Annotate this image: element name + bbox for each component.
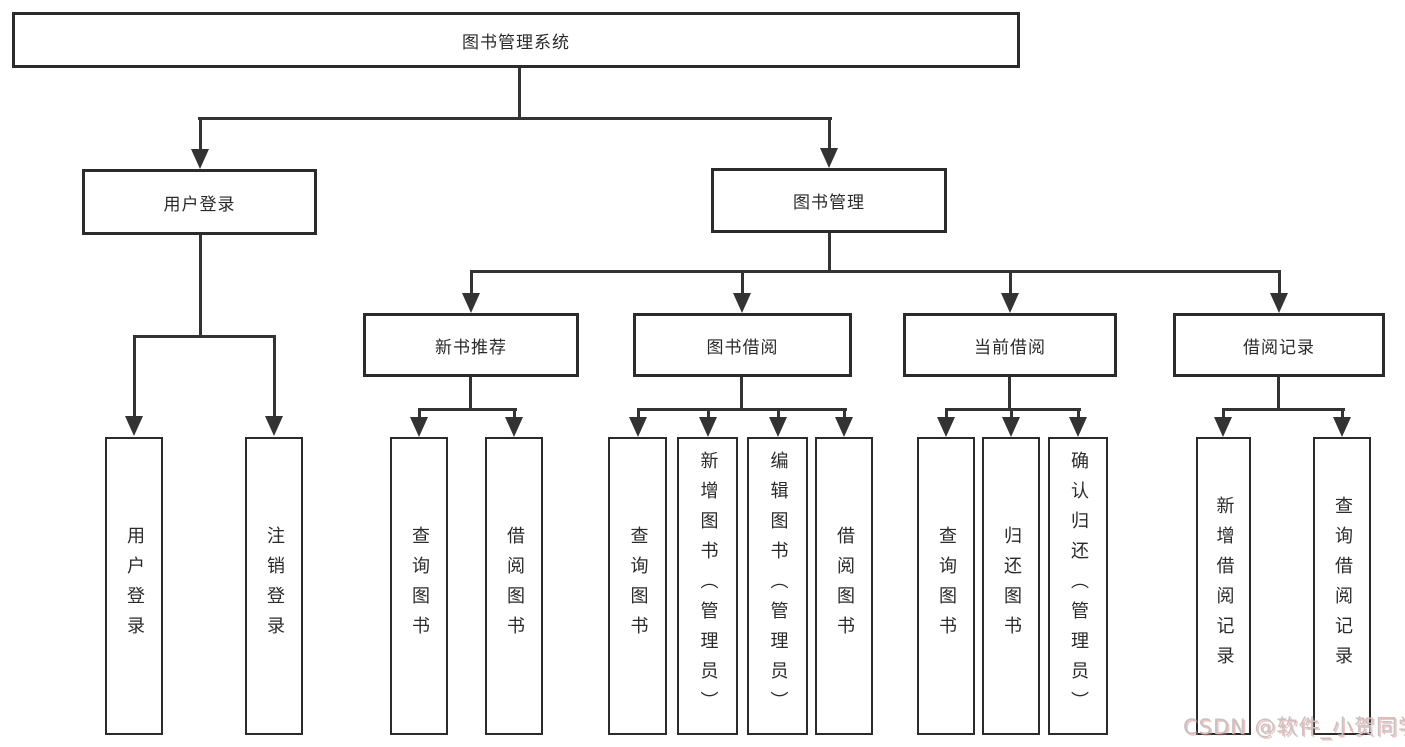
node-new-book-recommend-label: 新书推荐 (435, 337, 507, 358)
leaf-return-books: 归还图书 (982, 437, 1040, 735)
connector-line (198, 117, 832, 120)
connector-line (843, 408, 846, 419)
leaf-add-borrow-record-label: 新增借阅记录 (1213, 496, 1235, 676)
connector-line (273, 335, 276, 417)
arrow-down-icon (191, 149, 209, 169)
connector-line (637, 408, 640, 419)
connector-line (741, 270, 744, 295)
leaf-borrow-books: 借阅图书 (815, 437, 873, 735)
leaf-borrow-books-label: 借阅图书 (834, 526, 855, 646)
leaf-query-books-borrow: 查询图书 (608, 437, 667, 735)
connector-line (828, 233, 831, 273)
node-root-system: 图书管理系统 (12, 12, 1020, 68)
node-book-management-label: 图书管理 (793, 193, 865, 213)
arrow-down-icon (699, 417, 717, 437)
leaf-query-books-current-label: 查询图书 (936, 526, 957, 646)
connector-line (518, 68, 521, 120)
connector-line (1008, 377, 1011, 410)
connector-line (945, 408, 948, 419)
connector-line (1341, 408, 1344, 419)
arrow-down-icon (820, 148, 838, 168)
connector-line (945, 408, 1081, 411)
leaf-add-borrow-record: 新增借阅记录 (1196, 437, 1251, 735)
arrow-down-icon (1333, 417, 1351, 437)
connector-line (470, 270, 473, 295)
arrow-down-icon (769, 417, 787, 437)
leaf-add-books-admin-label: 新增图书（管理员） (697, 451, 719, 721)
connector-line (1222, 408, 1345, 411)
node-book-borrow: 图书借阅 (633, 313, 852, 377)
arrow-down-icon (937, 417, 955, 437)
arrow-down-icon (462, 293, 480, 313)
node-book-management: 图书管理 (711, 168, 947, 233)
arrow-down-icon (265, 416, 283, 436)
connector-line (513, 408, 516, 419)
node-user-login: 用户登录 (82, 169, 317, 235)
connector-line (1009, 270, 1012, 295)
leaf-edit-books-admin: 编辑图书（管理员） (747, 437, 808, 735)
arrow-down-icon (125, 416, 143, 436)
leaf-user-login-label: 用户登录 (124, 526, 145, 646)
leaf-confirm-return-admin-label: 确认归还（管理员） (1068, 451, 1089, 721)
leaf-user-login: 用户登录 (105, 437, 163, 735)
node-book-borrow-label: 图书借阅 (706, 337, 779, 358)
leaf-edit-books-admin-label: 编辑图书（管理员） (767, 451, 789, 721)
arrow-down-icon (835, 417, 853, 437)
node-user-login-label: 用户登录 (163, 194, 236, 215)
connector-line (418, 408, 517, 411)
leaf-query-borrow-record-label: 查询借阅记录 (1332, 496, 1353, 676)
connector-line (469, 377, 472, 410)
node-new-book-recommend: 新书推荐 (363, 313, 579, 377)
connector-line (777, 408, 780, 419)
node-current-borrow: 当前借阅 (903, 313, 1117, 377)
leaf-return-books-label: 归还图书 (1001, 526, 1022, 646)
connector-line (199, 235, 202, 338)
arrow-down-icon (1214, 417, 1232, 437)
leaf-add-books-admin: 新增图书（管理员） (677, 437, 738, 735)
arrow-down-icon (505, 417, 523, 437)
leaf-query-books-current: 查询图书 (917, 437, 975, 735)
arrow-down-icon (1001, 293, 1019, 313)
connector-line (133, 335, 136, 417)
connector-line (740, 377, 743, 410)
connector-line (418, 408, 421, 419)
node-root-label: 图书管理系统 (462, 32, 570, 53)
connector-line (707, 408, 710, 419)
arrow-down-icon (733, 293, 751, 313)
leaf-query-books-recommend: 查询图书 (390, 437, 448, 735)
leaf-borrow-books-recommend: 借阅图书 (485, 437, 543, 735)
arrow-down-icon (1069, 417, 1087, 437)
connector-line (133, 335, 276, 338)
arrow-down-icon (410, 417, 428, 437)
arrow-down-icon (1270, 293, 1288, 313)
connector-line (1277, 377, 1280, 410)
arrow-down-icon (629, 417, 647, 437)
node-current-borrow-label: 当前借阅 (974, 337, 1046, 358)
leaf-query-books-borrow-label: 查询图书 (627, 526, 649, 646)
leaf-query-books-recommend-label: 查询图书 (409, 526, 430, 646)
connector-line (1010, 408, 1013, 419)
connector-line (199, 117, 202, 150)
node-borrow-records-label: 借阅记录 (1243, 337, 1315, 358)
connector-line (1278, 270, 1281, 295)
connector-line (1077, 408, 1080, 419)
leaf-query-borrow-record: 查询借阅记录 (1313, 437, 1371, 735)
node-borrow-records: 借阅记录 (1173, 313, 1385, 377)
leaf-borrow-books-recommend-label: 借阅图书 (504, 526, 525, 646)
connector-line (470, 270, 1281, 273)
csdn-watermark: CSDN @软件_小贺同学 (1183, 715, 1405, 739)
arrow-down-icon (1002, 417, 1020, 437)
connector-line (637, 408, 847, 411)
leaf-logout-label: 注销登录 (264, 526, 285, 646)
connector-line (1222, 408, 1225, 419)
leaf-logout: 注销登录 (245, 437, 303, 735)
connector-line (828, 117, 831, 150)
leaf-confirm-return-admin: 确认归还（管理员） (1048, 437, 1108, 735)
